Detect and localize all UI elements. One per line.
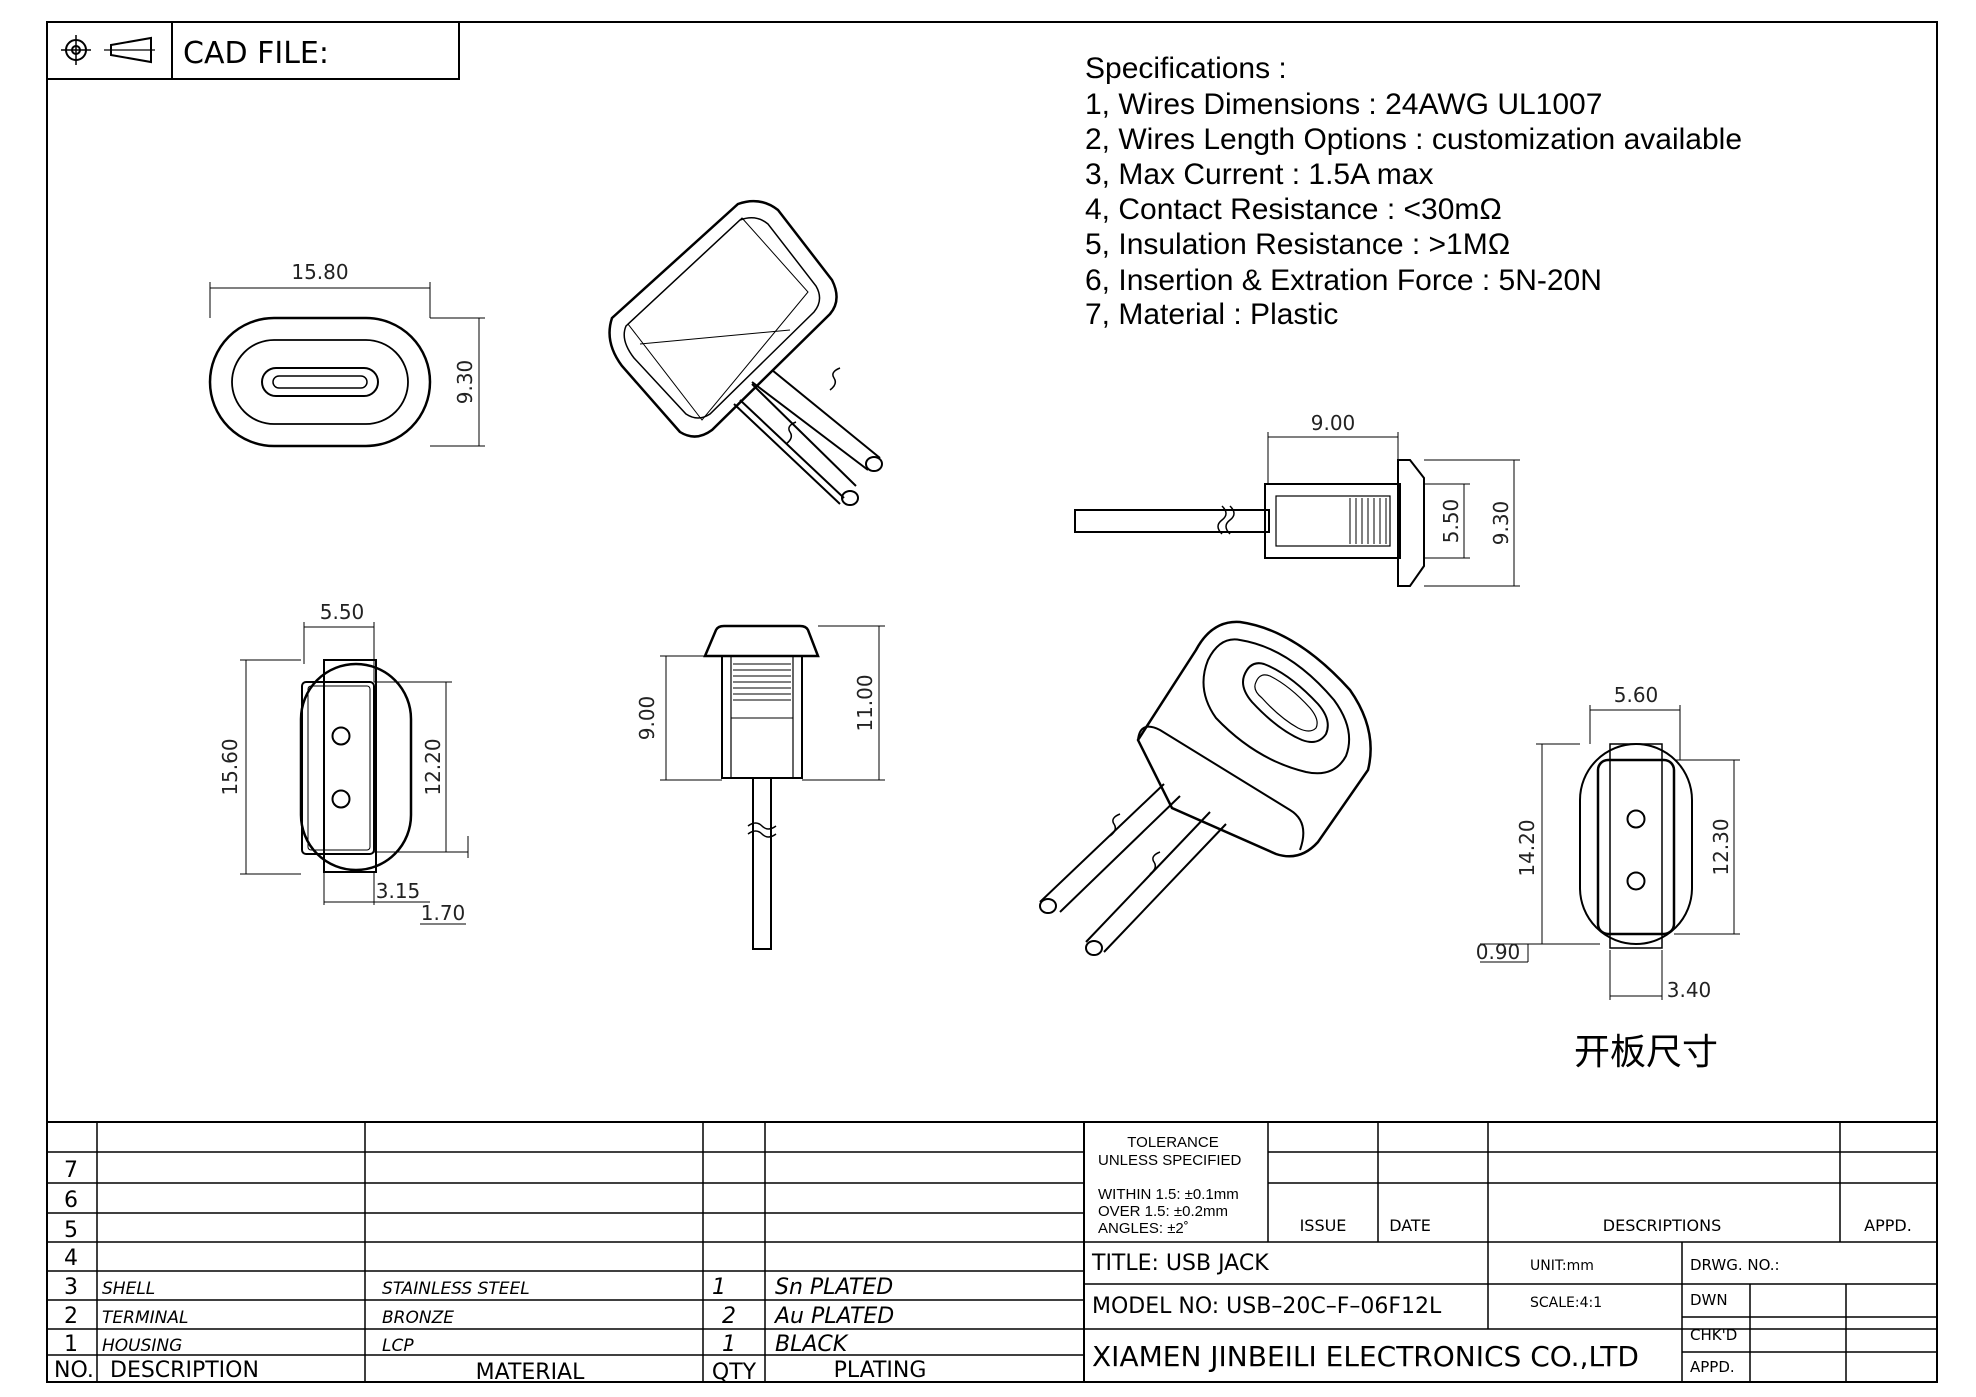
specifications: Specifications : 1, Wires Dimensions : 2…	[1085, 52, 1742, 331]
bom-row-number: 4	[64, 1246, 78, 1271]
rear-view: 5.50 15.60 12.20 3.15 1.70	[218, 600, 469, 925]
spec-item: 1, Wires Dimensions : 24AWG UL1007	[1085, 88, 1602, 121]
dimension-label: 15.60	[218, 738, 242, 795]
bom-header-qty: QTY	[712, 1360, 757, 1385]
bom-row-number: 7	[64, 1158, 78, 1183]
spec-item: 2, Wires Length Options : customization …	[1085, 123, 1742, 156]
bom-material: BRONZE	[382, 1308, 454, 1328]
thread-hatch	[733, 663, 791, 701]
drawing-number-label: DRWG. NO.:	[1690, 1256, 1780, 1274]
bom-row: 2 TERMINAL BRONZE 2 Au PLATED	[64, 1304, 894, 1329]
panel-cutout-view: 5.60 14.20 12.30 0.90 3.40 开板尺寸	[1476, 683, 1740, 1073]
bom-qty: 2	[722, 1304, 736, 1329]
front-view: 15.80 9.30	[208, 260, 485, 448]
tolerance-line: ANGLES: ±2˚	[1098, 1220, 1189, 1237]
bom-description: TERMINAL	[102, 1308, 188, 1328]
projection-symbol-icon	[61, 35, 155, 65]
bom-qty: 1	[712, 1275, 726, 1300]
spec-item: 6, Insertion & Extration Force : 5N-20N	[1085, 264, 1602, 297]
company-name: XIAMEN JINBEILI ELECTRONICS CO.,LTD	[1092, 1340, 1639, 1373]
dimension-label: 12.30	[1709, 818, 1733, 875]
cad-header: CAD FILE:	[46, 21, 460, 80]
dimension-label: 3.15	[376, 879, 421, 903]
side-view-right: 9.00 5.50 9.30	[1074, 411, 1520, 587]
bom-plating: BLACK	[775, 1332, 849, 1357]
dimension-label: 9.00	[1311, 411, 1356, 435]
dimension-label: 15.80	[291, 260, 348, 284]
spec-item: 4, Contact Resistance : <30mΩ	[1085, 193, 1502, 226]
thread-hatch	[1349, 498, 1387, 544]
revision-header-date: DATE	[1389, 1216, 1431, 1235]
bom-description: HOUSING	[102, 1336, 182, 1356]
dimension-label: 3.40	[1667, 978, 1712, 1002]
bom-row: 1 HOUSING LCP 1 BLACK	[64, 1332, 849, 1357]
bom-row: 3 SHELL STAINLESS STEEL 1 Sn PLATED	[64, 1275, 893, 1300]
bom-qty: 1	[722, 1332, 736, 1357]
checked-label: CHK'D	[1690, 1326, 1737, 1344]
revision-header-appd: APPD.	[1864, 1216, 1912, 1235]
bom-plating: Au PLATED	[773, 1304, 894, 1329]
tolerance-line: UNLESS SPECIFIED	[1098, 1152, 1242, 1169]
spec-item: 5, Insulation Resistance : >1MΩ	[1085, 228, 1510, 261]
bom-no: 2	[64, 1304, 78, 1329]
dimension-label: 9.30	[453, 360, 477, 405]
bom-row-number: 6	[64, 1188, 78, 1213]
bom-description: SHELL	[102, 1279, 155, 1299]
side-view-vertical: 9.00 11.00	[635, 624, 885, 950]
isometric-view-top	[608, 199, 883, 506]
isometric-view-bottom	[1039, 620, 1372, 956]
bom-header-plating: PLATING	[834, 1358, 927, 1383]
dimension-label: 1.70	[421, 901, 466, 925]
spec-item: 7, Material : Plastic	[1085, 298, 1338, 331]
bom-no: 1	[64, 1332, 78, 1357]
model-number: MODEL NO: USB–20C–F–06F12L	[1092, 1294, 1442, 1319]
revision-header-issue: ISSUE	[1300, 1216, 1347, 1235]
dimension-label: 0.90	[1476, 940, 1521, 964]
dimension-label: 9.30	[1489, 501, 1513, 546]
cutout-caption: 开板尺寸	[1574, 1032, 1718, 1073]
dimension-label: 5.50	[1439, 499, 1463, 544]
bom-row-number: 5	[64, 1218, 78, 1243]
unit-label: UNIT:mm	[1530, 1258, 1594, 1274]
title-block: TOLERANCE UNLESS SPECIFIED WITHIN 1.5: ±…	[47, 1121, 1937, 1385]
dimension-label: 12.20	[421, 738, 445, 795]
sheet-border	[46, 21, 1938, 1383]
dimension-label: 9.00	[635, 696, 659, 741]
drawn-label: DWN	[1690, 1291, 1728, 1309]
bom-plating: Sn PLATED	[775, 1275, 893, 1300]
approved-label: APPD.	[1690, 1358, 1735, 1376]
dimension-label: 14.20	[1515, 819, 1539, 876]
scale-label: SCALE:4:1	[1530, 1295, 1602, 1311]
bom-material: STAINLESS STEEL	[382, 1279, 530, 1299]
bom-header-material: MATERIAL	[476, 1360, 585, 1385]
bom-no: 3	[64, 1275, 78, 1300]
bom-header-no: NO.	[54, 1358, 94, 1383]
spec-heading: Specifications :	[1085, 52, 1287, 85]
bom-header-description: DESCRIPTION	[110, 1358, 259, 1383]
cad-file-label: CAD FILE:	[183, 36, 329, 71]
dimension-label: 5.60	[1614, 683, 1659, 707]
spec-item: 3, Max Current : 1.5A max	[1085, 158, 1433, 191]
tolerance-line: TOLERANCE	[1127, 1134, 1218, 1151]
tolerance-line: WITHIN 1.5: ±0.1mm	[1098, 1186, 1239, 1203]
tolerance-line: OVER 1.5: ±0.2mm	[1098, 1203, 1228, 1220]
dimension-label: 11.00	[853, 674, 877, 731]
revision-header-descriptions: DESCRIPTIONS	[1603, 1216, 1721, 1235]
bom-material: LCP	[382, 1336, 414, 1356]
dimension-label: 5.50	[320, 600, 365, 624]
drawing-title: TITLE: USB JACK	[1091, 1251, 1269, 1276]
